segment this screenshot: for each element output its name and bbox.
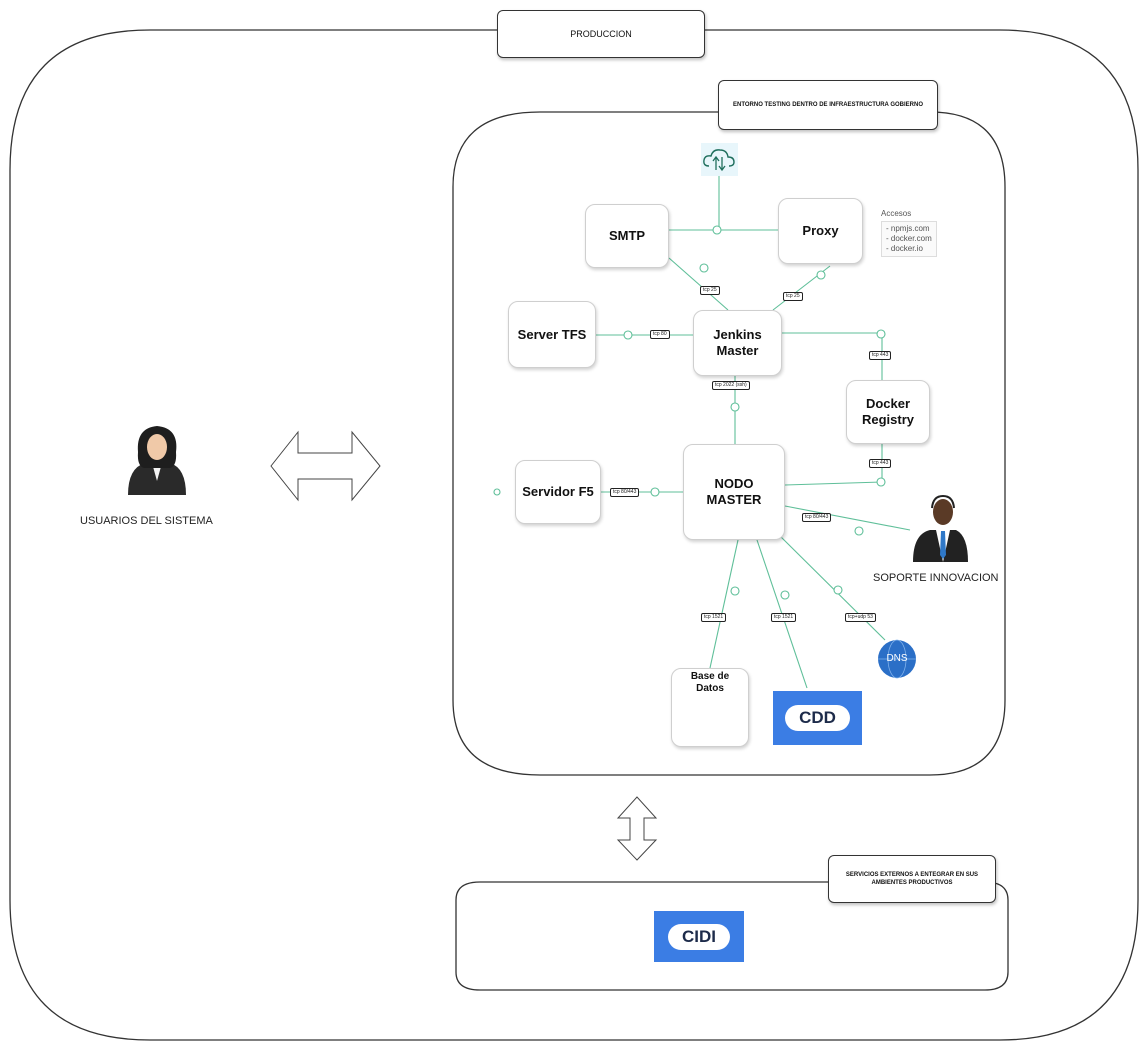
- access-notes-title: Accesos: [881, 209, 912, 218]
- port-tag: tcp 80/443: [802, 513, 832, 522]
- docker-registry-node[interactable]: Docker Registry: [846, 380, 930, 444]
- docker-registry-node-label: Docker Registry: [861, 396, 915, 427]
- servidor-f5-node[interactable]: Servidor F5: [515, 460, 601, 524]
- cdd-logo-text: CDD: [785, 705, 850, 731]
- port-tag: tcp+udp 53: [845, 613, 876, 622]
- testing-frame: [452, 111, 1006, 776]
- cdd-logo[interactable]: CDD: [773, 691, 862, 745]
- nodo-master-node-label: NODO MASTER: [706, 476, 762, 507]
- connectors: [596, 176, 911, 689]
- smtp-node[interactable]: SMTP: [585, 204, 669, 268]
- external-title-text: SERVICIOS EXTERNOS A ENTEGRAR EN SUS AMB…: [845, 872, 979, 886]
- port-tag: tcp 443: [869, 351, 892, 360]
- nodo-master-node[interactable]: NODO MASTER: [683, 444, 785, 540]
- cidi-logo[interactable]: CIDI: [654, 911, 744, 962]
- external-frame: [455, 881, 1009, 991]
- testing-title: ENTORNO TESTING DENTRO DE INFRAESTRUCTUR…: [718, 80, 938, 130]
- users-caption: USUARIOS DEL SISTEMA: [80, 515, 213, 527]
- connector-sockets: [493, 225, 886, 600]
- port-tag: tcp 2022 (ssh): [712, 381, 750, 390]
- base-de-datos-node[interactable]: Base de Datos: [671, 668, 749, 747]
- testing-title-text: ENTORNO TESTING DENTRO DE INFRAESTRUCTUR…: [732, 102, 923, 108]
- jenkins-master-node-label: Jenkins Master: [713, 327, 762, 358]
- proxy-node-label: Proxy: [802, 223, 839, 238]
- access-note-item: - docker.com: [886, 234, 932, 243]
- proxy-node[interactable]: Proxy: [778, 198, 863, 264]
- double-arrow-horizontal: [270, 430, 381, 502]
- businesswoman-icon: [128, 426, 186, 495]
- external-title: SERVICIOS EXTERNOS A ENTEGRAR EN SUS AMB…: [828, 855, 996, 903]
- base-de-datos-node-label: Base de Datos: [690, 671, 730, 694]
- smtp-node-label: SMTP: [608, 228, 646, 243]
- cloud-upload-download-icon: [701, 143, 738, 176]
- port-tag: tcp 25: [783, 292, 803, 301]
- support-caption: SOPORTE INNOVACION: [873, 572, 999, 584]
- dns-globe-icon: [878, 639, 916, 679]
- access-note-item: - npmjs.com: [886, 224, 930, 233]
- server-tfs-node-label: Server TFS: [517, 326, 587, 342]
- jenkins-master-node[interactable]: Jenkins Master: [693, 310, 782, 376]
- server-tfs-node[interactable]: Server TFS: [508, 301, 596, 368]
- support-agent-icon: [913, 494, 968, 562]
- access-notes-list: - npmjs.com - docker.com - docker.io: [881, 221, 937, 257]
- port-tag: tcp 443: [869, 459, 892, 468]
- access-note-item: - docker.io: [886, 244, 923, 253]
- production-frame: [9, 29, 1139, 1041]
- production-title-text: PRODUCCION: [570, 29, 632, 39]
- double-arrow-vertical: [616, 796, 658, 861]
- port-tag: tcp 25: [700, 286, 720, 295]
- servidor-f5-node-label: Servidor F5: [522, 484, 594, 499]
- production-title: PRODUCCION: [497, 10, 705, 58]
- port-tag: tcp 80: [650, 330, 670, 339]
- cidi-logo-text: CIDI: [668, 923, 730, 950]
- port-tag: tcp 1521: [701, 613, 727, 622]
- port-tag: tcp 80/443: [610, 488, 640, 497]
- dns-label: DNS: [886, 653, 908, 664]
- port-tag: tcp 1521: [771, 613, 797, 622]
- access-notes: Accesos - npmjs.com - docker.com - docke…: [881, 209, 937, 257]
